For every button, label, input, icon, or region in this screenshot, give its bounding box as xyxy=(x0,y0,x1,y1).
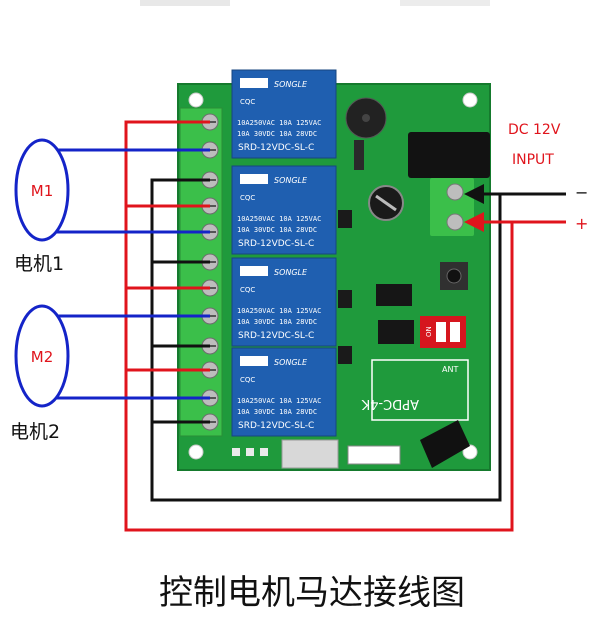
wires xyxy=(42,120,566,532)
ic-chip xyxy=(376,284,412,306)
motor-2-body xyxy=(14,304,70,408)
ic-chip-2 xyxy=(378,320,414,344)
relay-3: SONGLE CQC 10A250VAC 10A 125VAC 10A 30VDC 1… xyxy=(231,257,337,347)
relay-4: SONGLE CQC 10A250VAC 10A 125VAC 10A 30VDC 1… xyxy=(231,347,337,437)
relay-brand: SONGLE xyxy=(274,80,308,89)
relay-brand: SONGLE xyxy=(274,268,308,277)
relay-spec-line2: 10A 30VDC 10A 28VDC xyxy=(237,226,317,234)
crystal-oscillator xyxy=(281,439,339,469)
top-shadows xyxy=(140,0,490,6)
relay-stack: SONGLE CQC 10A250VAC 10A 125VAC 10A 30VDC 1… xyxy=(231,69,337,437)
power-plus-sign: + xyxy=(575,214,588,233)
relay-cert: CQC xyxy=(240,376,255,384)
motor-2-badge: M2 xyxy=(31,348,54,366)
relay-brand: SONGLE xyxy=(274,358,308,367)
relay-spec-line2: 10A 30VDC 10A 28VDC xyxy=(237,130,317,138)
power-label-input: INPUT xyxy=(512,152,554,168)
dip-on-label: ON xyxy=(425,326,433,337)
motor-2-caption: 电机2 xyxy=(10,421,60,443)
motor-1-caption: 电机1 xyxy=(14,253,64,275)
power-labels: DC 12V INPUT − + xyxy=(508,122,588,233)
power-label-voltage: DC 12V xyxy=(508,122,561,138)
diagram-caption: 控制电机马达接线图 xyxy=(159,573,465,613)
relay-logo-icon xyxy=(240,356,268,366)
relay-cert: CQC xyxy=(240,194,255,202)
relay-spec-line1: 10A250VAC 10A 125VAC xyxy=(237,119,321,127)
motor-2: M2 电机2 xyxy=(10,304,70,443)
relay-brand: SONGLE xyxy=(274,176,308,185)
dc-power-jack xyxy=(408,132,490,178)
relay-spec-line1: 10A250VAC 10A 125VAC xyxy=(237,397,321,405)
power-minus-sign: − xyxy=(575,183,588,202)
relay-logo-icon xyxy=(240,266,268,276)
relay-spec-line1: 10A250VAC 10A 125VAC xyxy=(237,307,321,315)
ant-label: ANT xyxy=(442,365,458,374)
relay-model: SRD-12VDC-SL-C xyxy=(238,239,314,249)
motor-1-badge: M1 xyxy=(31,182,54,200)
relay-model: SRD-12VDC-SL-C xyxy=(238,421,314,431)
relay-logo-icon xyxy=(240,174,268,184)
relay-logo-icon xyxy=(240,78,268,88)
motor-1-body xyxy=(14,138,70,242)
relay-spec-line2: 10A 30VDC 10A 28VDC xyxy=(237,408,317,416)
relay-2: SONGLE CQC 10A250VAC 10A 125VAC 10A 30VDC 1… xyxy=(231,165,337,255)
motor-1: M1 电机1 xyxy=(14,138,70,275)
output-terminal-block xyxy=(179,107,223,437)
relay-spec-line2: 10A 30VDC 10A 28VDC xyxy=(237,318,317,326)
antenna xyxy=(420,420,470,468)
relay-cert: CQC xyxy=(240,98,255,106)
relay-cert: CQC xyxy=(240,286,255,294)
relay-spec-line1: 10A250VAC 10A 125VAC xyxy=(237,215,321,223)
relay-1: SONGLE CQC 10A250VAC 10A 125VAC 10A 30VDC 1… xyxy=(231,69,337,159)
relay-model: SRD-12VDC-SL-C xyxy=(238,143,314,153)
silkscreen-label: APDC-4K xyxy=(361,396,419,411)
relay-model: SRD-12VDC-SL-C xyxy=(238,331,314,341)
